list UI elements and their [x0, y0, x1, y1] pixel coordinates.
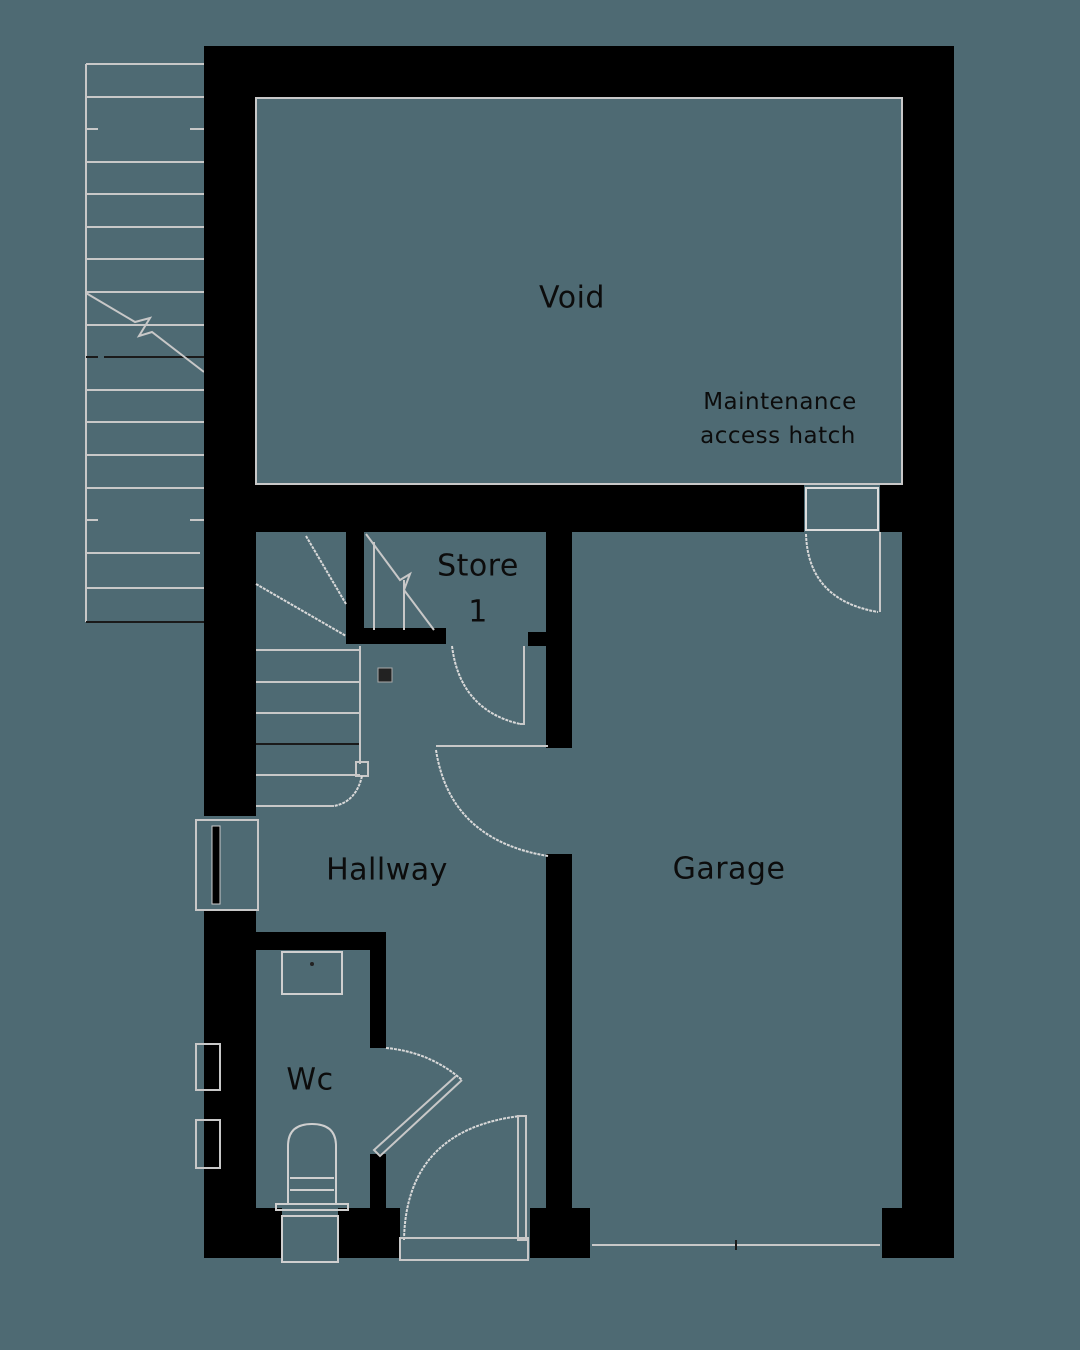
maintenance-hatch	[805, 487, 879, 531]
doors	[399, 1115, 880, 1261]
toilet-icon	[287, 1122, 337, 1205]
room-label-wc: Wc	[286, 1062, 334, 1098]
room-label-hallway: Hallway	[326, 852, 448, 888]
room-label-store-number: 1	[468, 594, 488, 630]
maintenance-label-line1: Maintenance	[703, 389, 857, 415]
maintenance-label-line2: access hatch	[700, 423, 856, 449]
room-label-void: Void	[539, 280, 605, 316]
room-label-garage: Garage	[672, 851, 786, 887]
basin-icon	[281, 951, 343, 995]
external-stair	[85, 63, 205, 623]
inner-linework	[255, 97, 903, 857]
walls	[204, 46, 954, 1258]
internal-stair	[255, 535, 393, 807]
wc-fixtures	[275, 951, 463, 1263]
windows	[195, 819, 259, 1169]
room-label-store: Store	[437, 548, 519, 584]
smoke-detector-icon	[377, 667, 393, 683]
